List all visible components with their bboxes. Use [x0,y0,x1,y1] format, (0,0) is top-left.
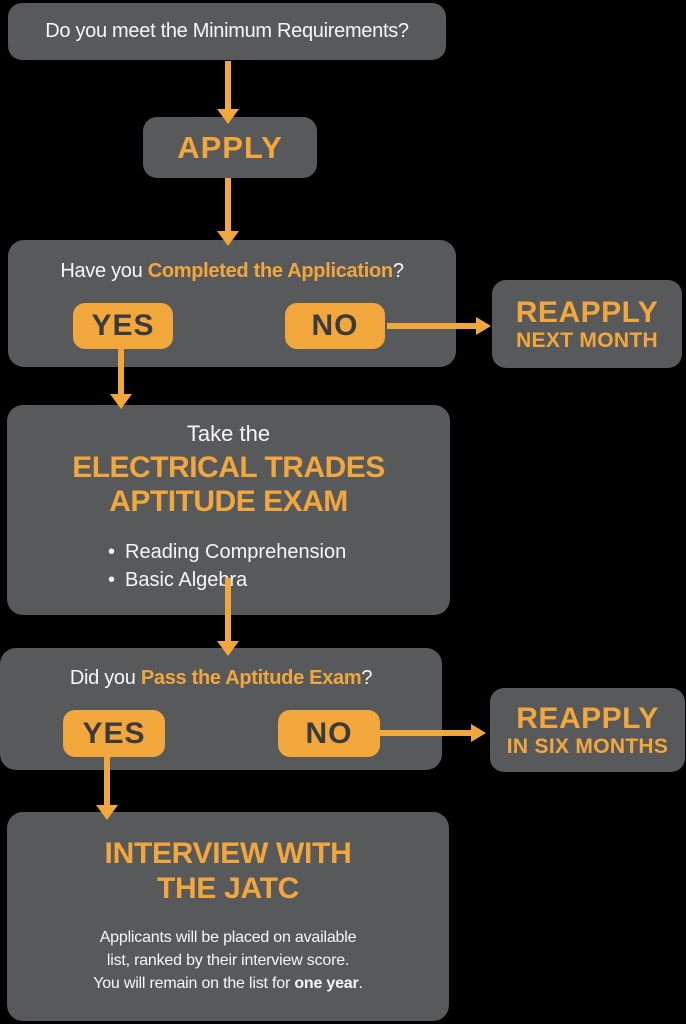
arrow-head-down-icon [217,109,239,124]
application-yes-button[interactable]: YES [73,303,173,349]
arrow-head-down-icon [96,805,118,820]
interview-title-line2: THE JATC [156,872,300,906]
application-no-button[interactable]: NO [285,303,385,349]
node-pass-exam-question: Did you Pass the Aptitude Exam? YES NO [0,648,442,770]
question-highlight: Pass the Aptitude Exam [140,667,362,689]
bullet-icon: • [108,541,116,564]
question-prefix: Have you [60,260,148,282]
question-highlight: Completed the Application [147,260,393,282]
node-application-question: Have you Completed the Application? YES … [8,240,456,367]
arrow-line [118,347,124,395]
list-item: • Basic Algebra [108,566,450,594]
reapply-subtitle: IN SIX MONTHS [506,734,669,758]
exam-intro: Take the [186,421,271,446]
interview-title: INTERVIEW WITH THE JATC [7,836,449,906]
arrow-head-down-icon [217,231,239,246]
arrow-head-right-icon [476,317,491,335]
one-year-emphasis: one year [294,975,359,993]
arrow-line [104,756,110,806]
question-prefix: Did you [69,667,141,689]
exam-title: ELECTRICAL TRADES APTITUDE EXAM [7,451,450,518]
arrow-head-down-icon [217,641,239,656]
node-interview-jatc: INTERVIEW WITH THE JATC Applicants will … [7,812,449,1021]
arrow-line [225,578,231,642]
interview-body-line3: You will remain on the list for one year… [93,975,363,993]
exam-title-line1: ELECTRICAL TRADES [72,451,385,484]
application-question: Have you Completed the Application? [8,260,456,283]
arrow-line [225,178,231,232]
pass-exam-no-button[interactable]: NO [278,710,380,757]
question-suffix: ? [361,667,373,689]
bullet-icon: • [108,569,116,592]
reapply-title: REAPPLY [515,295,659,329]
node-reapply-next-month: REAPPLY NEXT MONTH [492,280,682,368]
arrow-head-right-icon [471,724,486,742]
bullet-text: Basic Algebra [125,569,248,592]
arrow-line [380,730,472,736]
arrow-line [225,61,231,110]
node-reapply-six-months: REAPPLY IN SIX MONTHS [490,688,685,772]
arrow-head-down-icon [110,394,132,409]
question-suffix: ? [392,260,404,282]
exam-bullet-list: • Reading Comprehension • Basic Algebra [7,538,450,594]
apply-label: APPLY [177,129,283,165]
node-minimum-requirements: Do you meet the Minimum Requirements? [8,3,446,60]
interview-body-line1: Applicants will be placed on available [99,929,357,947]
bullet-text: Reading Comprehension [125,541,347,564]
pass-exam-yes-button[interactable]: YES [63,710,165,757]
interview-body: Applicants will be placed on available l… [7,926,449,995]
node-apply[interactable]: APPLY [143,117,317,178]
reapply-title: REAPPLY [516,701,659,735]
interview-body-line2: list, ranked by their interview score. [106,952,350,970]
pass-exam-question: Did you Pass the Aptitude Exam? [0,667,442,690]
arrow-line [387,323,477,329]
exam-title-line2: APTITUDE EXAM [109,484,348,518]
reapply-subtitle: NEXT MONTH [516,328,658,352]
list-item: • Reading Comprehension [108,538,450,566]
minimum-requirements-question: Do you meet the Minimum Requirements? [45,20,409,42]
interview-title-line1: INTERVIEW WITH [104,837,352,870]
